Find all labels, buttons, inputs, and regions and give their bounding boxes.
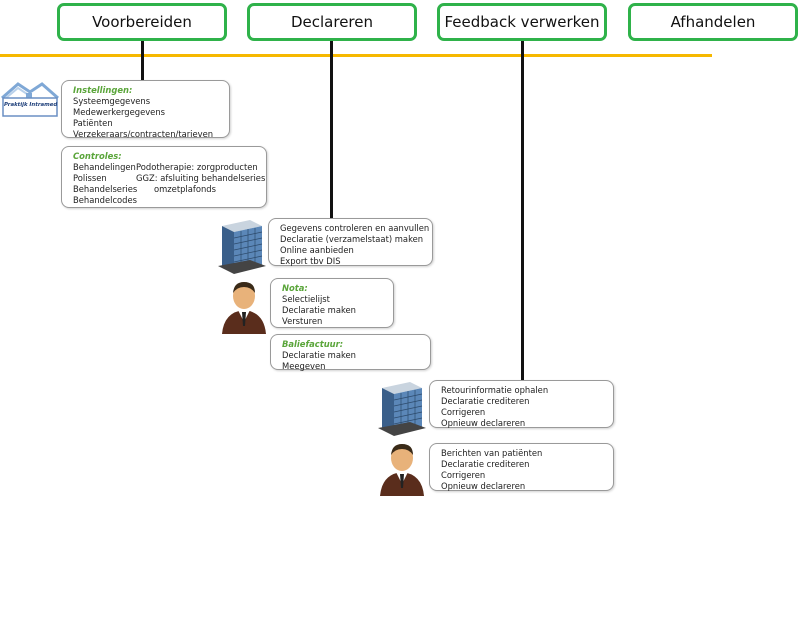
controles-header: Controles: [73, 151, 122, 161]
feedback-person-box: Berichten van patiënten Declaratie credi… [429, 443, 614, 491]
list-item: Retourinformatie ophalen [441, 385, 549, 395]
list-item: Declaratie maken [282, 305, 356, 315]
list-item: Corrigeren [441, 470, 486, 480]
businessman-icon [222, 282, 266, 334]
list-item: Online aanbieden [280, 245, 354, 255]
logo-text: Praktijk Intramed [4, 102, 58, 108]
phase-label: Declareren [290, 13, 374, 31]
phase-afhandelen: Afhandelen [628, 3, 798, 41]
list-item: Versturen [282, 316, 323, 326]
list-item: Podotherapie: zorgproducten [136, 162, 258, 172]
phase-label: Voorbereiden [92, 13, 192, 31]
nota-box: Nota: Selectielijst Declaratie maken Ver… [270, 278, 394, 328]
timeline-bar [0, 54, 712, 57]
office-building-icon [218, 220, 266, 274]
list-item: Declaratie crediteren [441, 396, 530, 406]
nota-header: Nota: [282, 283, 308, 293]
list-item: Selectielijst [282, 294, 330, 304]
list-item: Opnieuw declareren [441, 481, 526, 491]
instellingen-box: Instellingen: Systeemgegevens Medewerker… [61, 80, 230, 139]
list-item: Patiënten [73, 118, 113, 128]
phase-declareren: Declareren [247, 3, 417, 41]
list-item: Verzekeraars/contracten/tarieven [73, 129, 214, 139]
house-logo-icon [1, 82, 59, 117]
list-item: GGZ: afsluiting behandelseries [136, 173, 266, 183]
declaratie-software-box: Gegevens controleren en aanvullen Declar… [268, 218, 433, 266]
list-item: Declaratie (verzamelstaat) maken [280, 234, 424, 244]
list-item: Behandelseries [73, 184, 138, 194]
list-item: Gegevens controleren en aanvullen [280, 223, 430, 233]
connector-voorbereiden [141, 41, 144, 82]
phase-voorbereiden: Voorbereiden [57, 3, 227, 41]
list-item: Meegeven [282, 361, 326, 371]
businessman-icon [380, 444, 424, 496]
feedback-software-box: Retourinformatie ophalen Declaratie cred… [429, 380, 614, 428]
phase-feedback-verwerken: Feedback verwerken [437, 3, 607, 41]
list-item: Berichten van patiënten [441, 448, 543, 458]
phase-label: Afhandelen [670, 13, 756, 31]
list-item: Polissen [73, 173, 107, 183]
baliefactuur-header: Baliefactuur: [282, 339, 344, 349]
instellingen-header: Instellingen: [73, 85, 133, 95]
list-item: Systeemgegevens [73, 96, 151, 106]
connector-feedback [521, 41, 524, 380]
baliefactuur-box: Baliefactuur: Declaratie maken Meegeven [270, 334, 431, 371]
office-building-icon [378, 382, 426, 436]
phase-label: Feedback verwerken [444, 13, 600, 31]
list-item: Behandelcodes [73, 195, 138, 205]
list-item: omzetplafonds [154, 184, 216, 194]
list-item: Declaratie crediteren [441, 459, 530, 469]
list-item: Medewerkergegevens [73, 107, 166, 117]
list-item: Declaratie maken [282, 350, 356, 360]
list-item: Export tbv DIS [280, 256, 341, 266]
controles-box: Controles: Behandelingen Polissen Behand… [61, 146, 267, 208]
list-item: Opnieuw declareren [441, 418, 526, 428]
list-item: Behandelingen [73, 162, 136, 172]
connector-declareren [330, 41, 333, 218]
list-item: Corrigeren [441, 407, 486, 417]
